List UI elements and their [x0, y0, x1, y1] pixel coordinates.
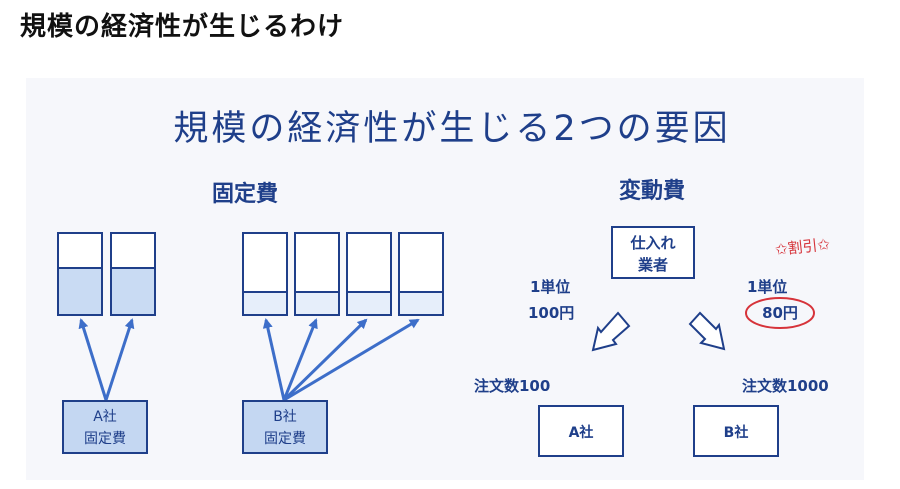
right-order-quantity: 注文数1000	[742, 377, 829, 395]
arrow-b-4	[283, 318, 420, 402]
company-b-label: B社	[273, 409, 297, 425]
company-a-cost-arrows	[78, 318, 135, 401]
supplier-to-a-arrow	[591, 311, 631, 352]
variable-company-b-label: B社	[724, 424, 749, 441]
arrow-a-2	[104, 318, 135, 401]
left-order-quantity: 注文数100	[474, 377, 550, 395]
supplier-label-2: 業者	[637, 256, 668, 274]
company-b-fixed-cost-box: B社 固定費	[242, 400, 328, 454]
right-unit-price: 80円	[762, 304, 798, 322]
variable-cost-heading: 変動費	[619, 178, 685, 204]
company-a-label: A社	[93, 409, 117, 425]
company-b-unit-bars	[242, 232, 444, 316]
a-unit-bar-1-fill	[59, 268, 101, 314]
company-b-fixed-cost-label: 固定費	[264, 431, 306, 447]
arrow-b-1	[262, 318, 286, 401]
variable-company-b-box: B社	[693, 405, 779, 457]
variable-company-a-box: A社	[538, 405, 624, 457]
company-a-fixed-cost-box: A社 固定費	[62, 400, 148, 454]
supplier-box: 仕入れ 業者	[611, 226, 695, 279]
left-unit-price: 100円	[528, 304, 574, 322]
arrow-b-3	[282, 318, 368, 402]
a-unit-bar-2-fill	[112, 268, 154, 314]
company-a-unit-bars	[57, 232, 156, 316]
left-unit-label: 1単位	[530, 278, 570, 296]
fixed-cost-heading: 固定費	[212, 181, 278, 207]
page-title: 規模の経済性が生じるわけ	[20, 12, 345, 42]
supplier-label-1: 仕入れ	[629, 234, 675, 252]
diagram-title: 規模の経済性が生じる2つの要因	[173, 109, 730, 149]
arrow-a-1	[78, 318, 108, 401]
variable-company-a-label: A社	[569, 424, 594, 441]
right-unit-label: 1単位	[747, 278, 787, 296]
arrow-b-2	[282, 318, 318, 401]
supplier-to-b-arrow	[688, 311, 726, 351]
discount-label: ✩割引✩	[774, 235, 831, 259]
discount-price-circle	[745, 297, 815, 329]
company-b-cost-arrows	[262, 318, 420, 402]
company-a-fixed-cost-label: 固定費	[84, 431, 126, 447]
